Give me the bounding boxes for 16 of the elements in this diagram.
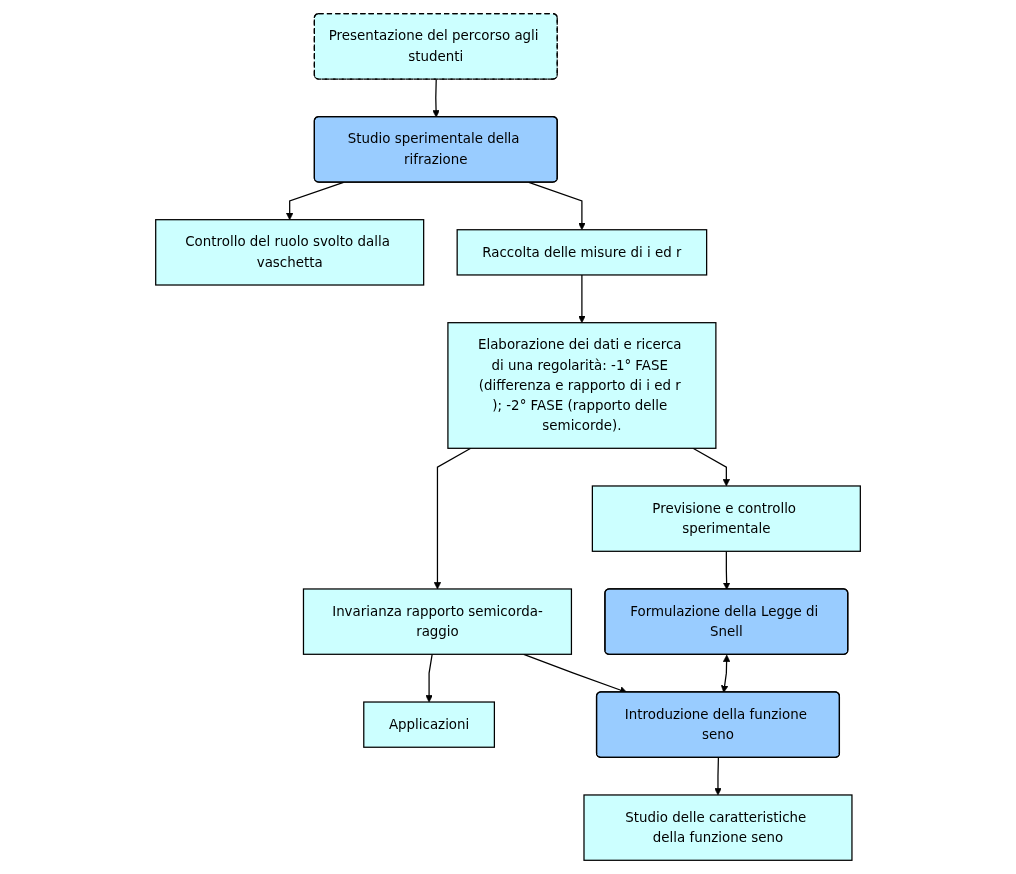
node-box: Elaborazione dei dati e ricerca di una regolarità: -1° FASE (differenza e rapporto di i ed r ); -2° FASE (rapporto delle semicorde).	[447, 322, 717, 449]
arrow	[578, 274, 586, 324]
arrow	[720, 654, 731, 693]
node-box: Applicazioni	[363, 701, 495, 748]
arrow	[528, 181, 586, 231]
arrow	[432, 78, 440, 118]
arrow	[433, 447, 472, 590]
arrow	[714, 757, 722, 796]
node-box: Invarianza rapporto semicorda-raggio	[302, 588, 573, 655]
node-box: Raccolta delle misure di i ed r	[456, 229, 708, 276]
node-box: Controllo del ruolo svolto dalla vaschetta	[155, 219, 425, 286]
arrow	[425, 653, 433, 703]
arrow	[692, 447, 730, 487]
arrow	[722, 550, 731, 590]
node-box: Studio delle caratteristiche della funzione seno	[583, 794, 853, 861]
node-box: Previsione e controllo sperimentale	[591, 485, 861, 552]
